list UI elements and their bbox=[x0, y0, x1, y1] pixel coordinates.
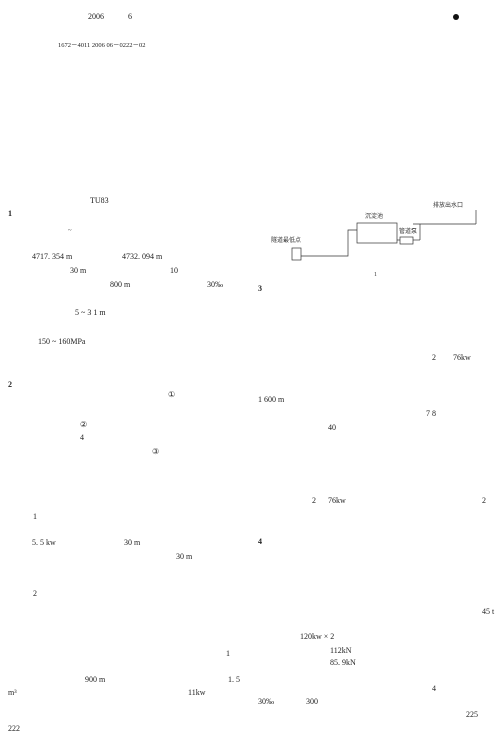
journal-issue: 6 bbox=[128, 12, 132, 21]
section-3-heading: 3 bbox=[258, 284, 262, 293]
power-120kw-x2: 120kw × 2 bbox=[300, 632, 335, 641]
section-1-heading: 1 bbox=[8, 209, 12, 218]
number-4: 4 bbox=[80, 433, 84, 442]
journal-year: 2006 bbox=[88, 12, 104, 21]
length-1600m: 1 600 m bbox=[258, 395, 285, 404]
length-30m: 30 m bbox=[70, 266, 87, 275]
circle-3: ③ bbox=[152, 447, 160, 456]
figure-label-tank: 沉淀池 bbox=[365, 212, 383, 220]
length-900m: 900 m bbox=[85, 675, 106, 684]
num-2-b: 2 bbox=[312, 496, 316, 505]
power-5-5kw: 5. 5 kw bbox=[32, 538, 56, 547]
unit-m3: m³ bbox=[8, 688, 17, 697]
length-30m-b: 30 m bbox=[124, 538, 141, 547]
num-7-8: 7 8 bbox=[426, 409, 436, 418]
article-code: 1672－4011 2006 06－0222－02 bbox=[58, 42, 146, 49]
num-4-b: 4 bbox=[432, 684, 436, 693]
value-1-5: 1. 5 bbox=[228, 675, 240, 684]
sedimentation-tank-box bbox=[356, 222, 398, 244]
num-40: 40 bbox=[328, 423, 336, 432]
num-300: 300 bbox=[306, 697, 318, 706]
power-76kw-b: 76kw bbox=[328, 496, 346, 505]
item-1: 1 bbox=[33, 512, 37, 521]
page-number-left: 222 bbox=[8, 724, 20, 733]
num-2-a: 2 bbox=[432, 353, 436, 362]
drainage-diagram: 排放出水口 沉淀池 管道泵 隧道最低点 1 bbox=[271, 201, 477, 278]
depth-range: 5 ~ 3 1 m bbox=[75, 308, 106, 317]
power-76kw-a: 76kw bbox=[453, 353, 471, 362]
mass-45t: 45 t bbox=[482, 607, 495, 616]
length-800m: 800 m bbox=[110, 280, 131, 289]
elevation-2: 4732. 094 m bbox=[122, 252, 163, 261]
circle-1: ① bbox=[168, 390, 176, 399]
pressure-range: 150 ~ 160MPa bbox=[38, 337, 86, 346]
force-85-9kn: 85. 9kN bbox=[330, 658, 356, 667]
classification: TU83 bbox=[90, 196, 109, 205]
figure-number: 1 bbox=[374, 272, 377, 278]
sump-box bbox=[291, 247, 302, 261]
page-number-right: 225 bbox=[466, 710, 478, 719]
grade-30: 30‰ bbox=[207, 280, 223, 289]
figure-label-pump: 管道泵 bbox=[399, 227, 417, 235]
item-2: 2 bbox=[33, 589, 37, 598]
figure-label-outlet: 排放出水口 bbox=[433, 201, 463, 209]
section-4-heading: 4 bbox=[258, 537, 262, 546]
number-10: 10 bbox=[170, 266, 178, 275]
grade-30-b: 30‰ bbox=[258, 697, 274, 706]
bullet-icon bbox=[453, 14, 459, 20]
length-30m-c: 30 m bbox=[176, 552, 193, 561]
tilde-mark: ~ bbox=[68, 227, 72, 234]
force-112kn: 112kN bbox=[330, 646, 352, 655]
num-2-c: 2 bbox=[482, 496, 486, 505]
number-1: 1 bbox=[226, 649, 230, 658]
elevation-1: 4717. 354 m bbox=[32, 252, 73, 261]
power-11kw: 11kw bbox=[188, 688, 206, 697]
figure-label-lowest-point: 隧道最低点 bbox=[271, 236, 301, 244]
pump-box bbox=[399, 236, 414, 245]
circle-2: ② bbox=[80, 420, 88, 429]
section-2-heading: 2 bbox=[8, 380, 12, 389]
